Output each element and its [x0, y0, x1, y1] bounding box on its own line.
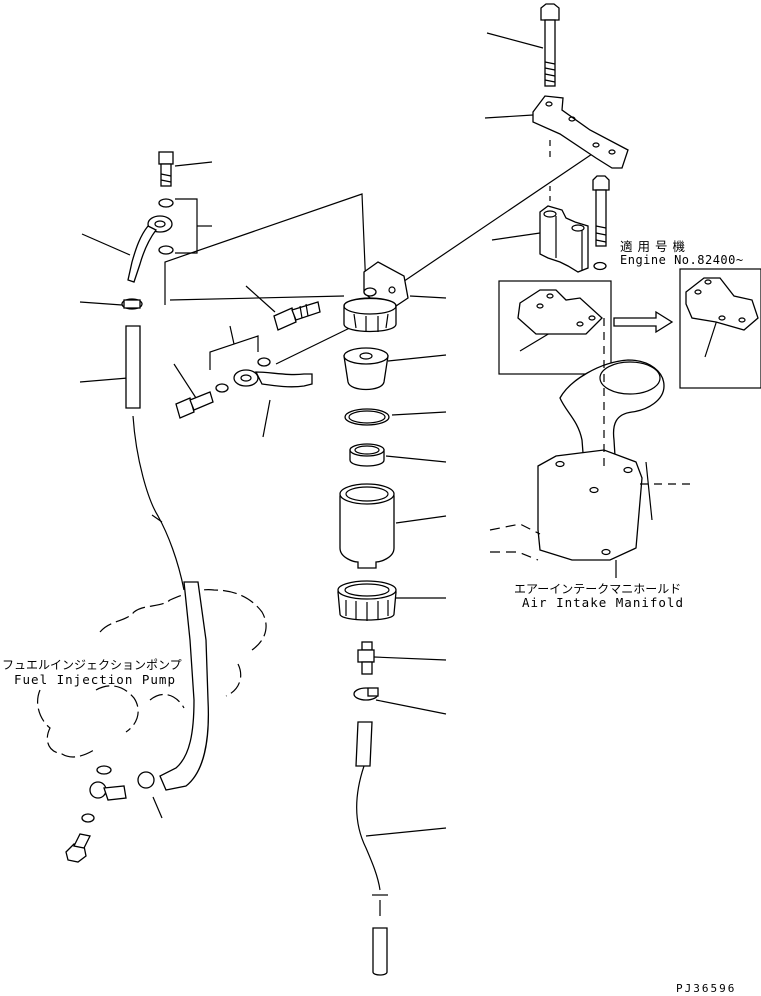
spacer-block [539, 205, 589, 273]
hose-clamp-pump [137, 771, 155, 789]
air-intake-label-en: Air Intake Manifold [522, 595, 684, 610]
fuel-injection-pump [37, 581, 267, 791]
seal-ring [349, 443, 385, 467]
fuel-pump-label-jp: フュエルインジェクションポンプ [2, 658, 182, 672]
small-bolt-top [158, 151, 174, 187]
fuel-pump-label-en: Fuel Injection Pump [14, 672, 176, 687]
fuel-hose-left [125, 325, 185, 591]
plate-inset-right [679, 268, 761, 389]
washers-top [158, 198, 174, 255]
arrow-right-icon [613, 310, 674, 334]
filter-element [339, 483, 395, 569]
drain-hose [355, 721, 388, 976]
engine-serial-label: Engine No.82400~ [620, 253, 744, 267]
retaining-ring-nut [337, 580, 397, 621]
banjo-bolt-mid [273, 301, 321, 331]
banjo-fitting-mid [215, 357, 313, 393]
drain-fitting [357, 641, 375, 675]
banjo-fitting-left [127, 215, 173, 283]
air-intake-label-jp: エアーインテークマニホールド [514, 582, 682, 596]
hose-clamp-lower [353, 687, 379, 701]
mounting-bracket [532, 95, 629, 204]
leader-lines [79, 32, 718, 837]
bolt-mid-left [175, 391, 214, 419]
long-bolt [540, 3, 560, 87]
drawing-number: PJ36596 [676, 982, 737, 995]
hose-clamp-left [121, 298, 143, 310]
applicable-models-label-jp: 適用号機 [620, 239, 691, 254]
filter-head [343, 261, 409, 333]
pump-banjo-fitting [65, 765, 127, 863]
air-intake-manifold [489, 318, 690, 578]
filter-cup [343, 347, 389, 391]
o-ring [344, 408, 390, 426]
side-bolt [592, 175, 610, 271]
plate-inset-left [498, 280, 612, 375]
grouping-brackets [164, 140, 599, 370]
